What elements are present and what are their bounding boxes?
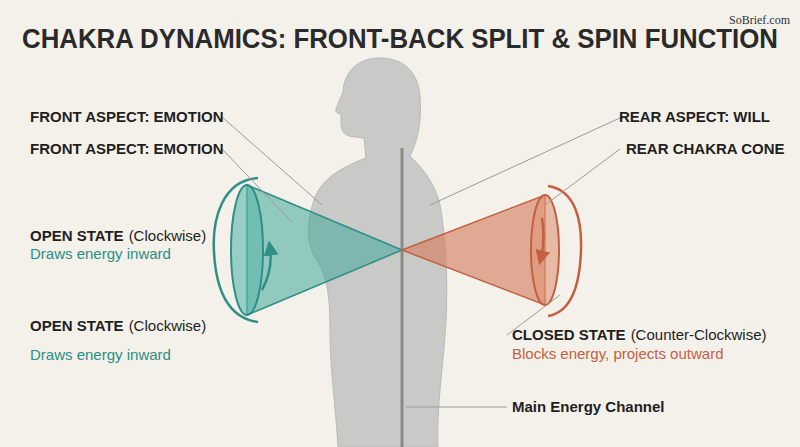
- state-label: OPEN STATE: [30, 317, 124, 335]
- spin-direction: (Clockwise): [129, 227, 207, 245]
- cone-label: REAR CHAKRA CONE: [626, 140, 785, 158]
- leader-lines: [222, 117, 622, 407]
- aspect-label: FRONT ASPECT: EMOTION: [30, 108, 224, 126]
- spin-direction: (Clockwise): [129, 317, 207, 335]
- front-cone: [247, 185, 402, 315]
- aspect-label: REAR ASPECT: WILL: [619, 108, 770, 126]
- rear-spin-arc: [548, 186, 581, 316]
- state-note: Draws energy inward: [30, 346, 171, 364]
- front-spin-arrow: [262, 248, 271, 290]
- rear-cone-base: [531, 195, 559, 305]
- rear-cone: [402, 195, 545, 305]
- state-label: OPEN STATE: [30, 227, 124, 245]
- spin-direction: (Counter-Clockwise): [631, 326, 767, 344]
- state-note: Blocks energy, projects outward: [512, 345, 724, 363]
- rear-spin-arrow: [541, 218, 543, 258]
- front-spin-arc: [214, 178, 258, 322]
- energy-channel: [401, 148, 404, 447]
- watermark: SoBrief.com: [729, 13, 790, 28]
- aspect-label: FRONT ASPECT: EMOTION: [30, 140, 224, 158]
- state-note: Draws energy inward: [30, 245, 171, 263]
- state-label: CLOSED STATE: [512, 326, 626, 344]
- diagram-title: CHAKRA DYNAMICS: FRONT-BACK SPLIT & SPIN…: [22, 22, 778, 56]
- front-cone-base: [231, 185, 263, 315]
- channel-label: Main Energy Channel: [512, 398, 665, 416]
